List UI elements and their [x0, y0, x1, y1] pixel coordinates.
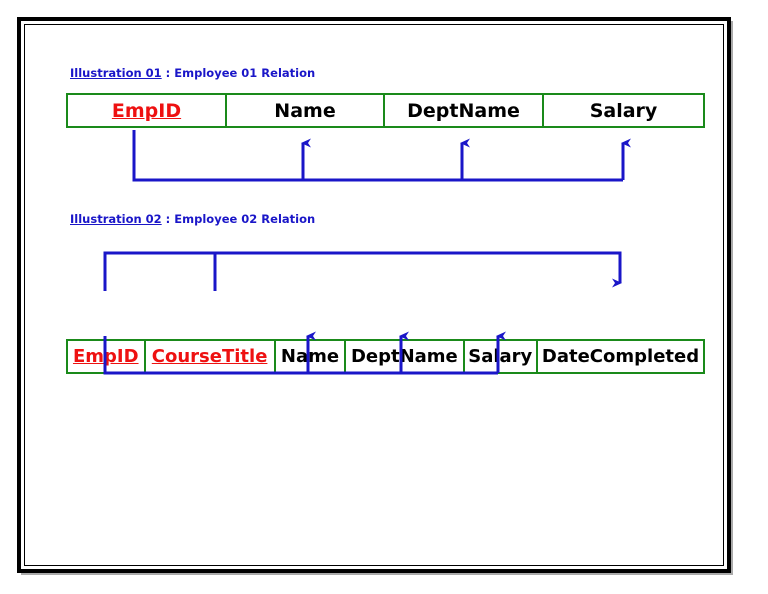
- relation-table-employee-02: EmpID CourseTitle Name DeptName Salary D…: [66, 339, 705, 374]
- column-header-datecompleted: DateCompleted: [541, 346, 700, 367]
- column-header-empid-2: EmpID: [68, 341, 146, 372]
- column-header-empid: EmpID: [68, 95, 227, 126]
- caption-separator-01: :: [161, 66, 175, 80]
- caption-separator-02: :: [161, 212, 175, 226]
- column-header-name-2: Name: [276, 341, 347, 372]
- caption-illustration-01: Illustration 01 : Employee 01 Relation: [70, 66, 315, 80]
- column-header-name: Name: [227, 95, 386, 126]
- column-header-salary: Salary: [589, 99, 658, 122]
- frame-drop-shadow: [21, 21, 733, 575]
- column-header-coursetitle: CourseTitle: [146, 341, 276, 372]
- caption-title-02: Employee 02 Relation: [174, 212, 316, 226]
- caption-label-02: Illustration 02: [70, 212, 162, 226]
- relation-table-employee-01: EmpID Name DeptName Salary: [66, 93, 705, 128]
- column-header-deptname-2: DeptName: [346, 341, 465, 372]
- caption-label-01: Illustration 01: [70, 66, 162, 80]
- caption-title-01: Employee 01 Relation: [174, 66, 316, 80]
- caption-illustration-02: Illustration 02 : Employee 02 Relation: [70, 212, 315, 226]
- column-header-deptname: DeptName: [385, 95, 545, 126]
- column-header-salary-2: Salary: [465, 341, 539, 372]
